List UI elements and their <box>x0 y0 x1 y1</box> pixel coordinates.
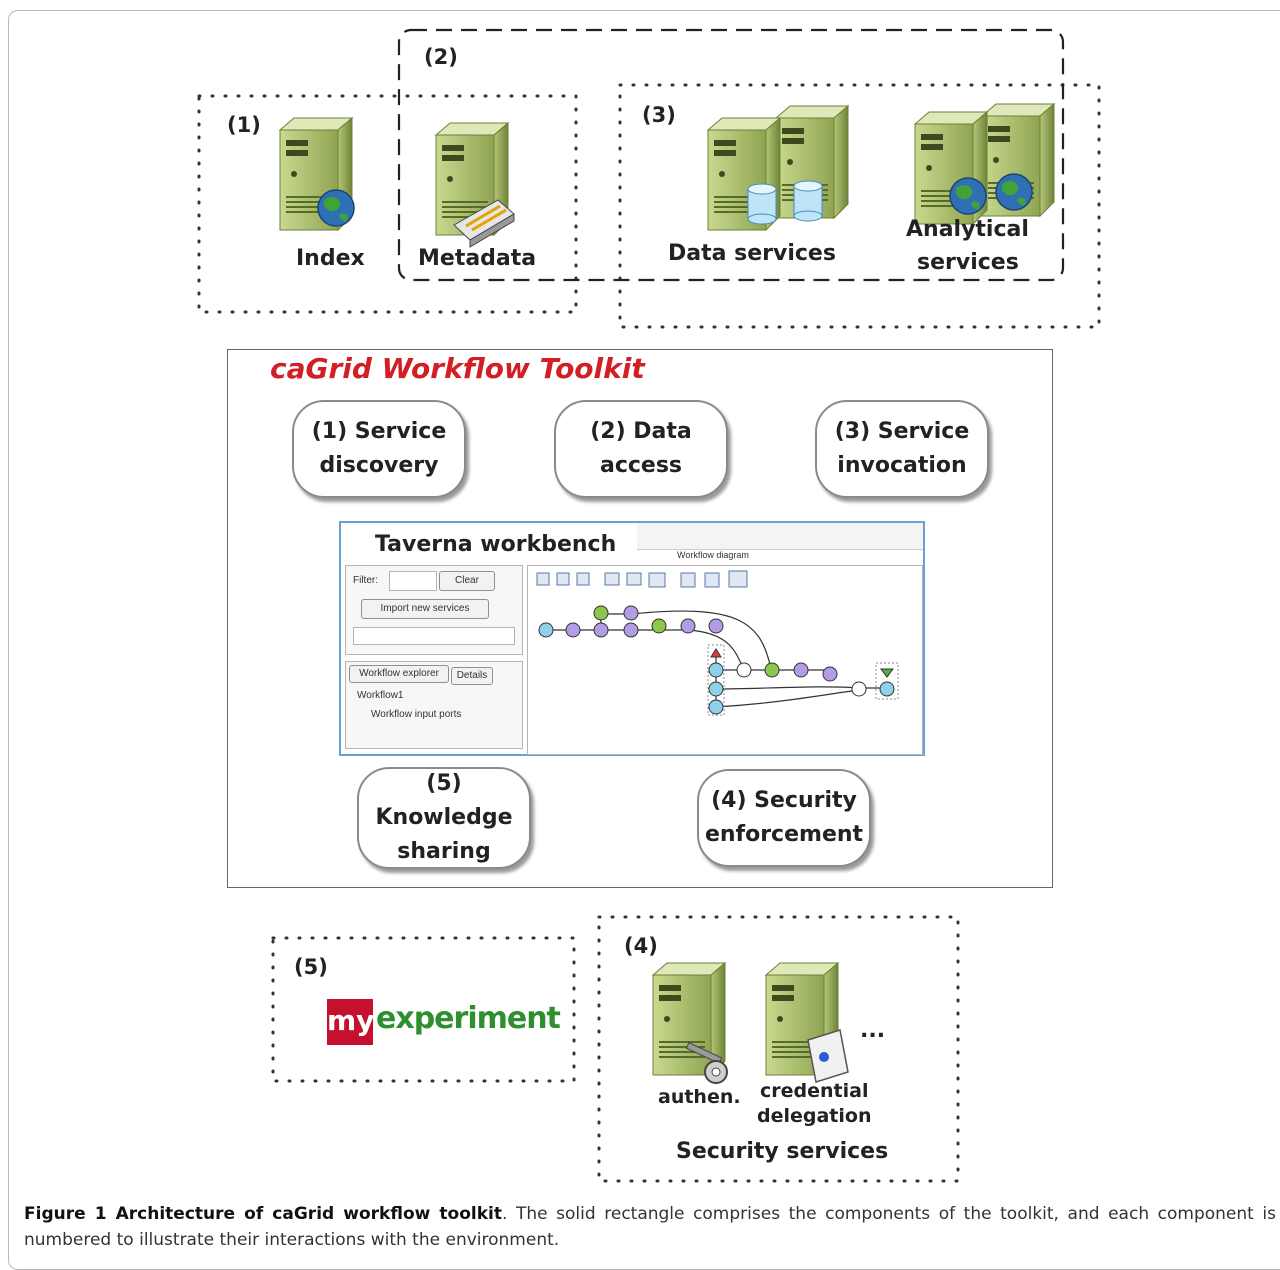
myexperiment-logo-experiment: experiment <box>376 1001 561 1036</box>
filter-label: Filter: <box>353 575 378 586</box>
filter-input[interactable] <box>389 571 437 591</box>
delegation-label: delegation <box>757 1105 872 1127</box>
analytical-label: Analytical <box>906 217 1029 242</box>
group3-number: (3) <box>642 103 676 127</box>
security-services-label: Security services <box>676 1139 889 1164</box>
data-services-label: Data services <box>668 241 836 266</box>
tab-details[interactable]: Details <box>451 667 493 685</box>
group1-border <box>197 94 578 314</box>
more-ellipsis: ... <box>860 1018 886 1043</box>
component-service-discovery: (1) Service discovery <box>292 400 466 498</box>
figure-caption: Figure 1 Architecture of caGrid workflow… <box>24 1201 1276 1253</box>
toolkit-box <box>227 349 1053 888</box>
workflow-diagram-panel <box>527 565 923 755</box>
database-icon <box>747 183 777 225</box>
analytical-services-label: services <box>917 250 1019 275</box>
import-services-button[interactable]: Import new services <box>361 599 489 619</box>
credential-label: credential <box>760 1080 869 1102</box>
myexperiment-logo-my: my <box>327 999 374 1045</box>
clear-button[interactable]: Clear <box>439 571 495 591</box>
group1-number: (1) <box>227 113 261 137</box>
globe-icon <box>995 173 1033 211</box>
taverna-title: Taverna workbench <box>341 523 637 563</box>
caption-text: . The solid rectangle comprises the comp… <box>24 1204 1276 1250</box>
tree-item-workflow1[interactable]: Workflow1 <box>357 690 404 701</box>
component-knowledge-sharing: (5) Knowledge sharing <box>357 767 531 869</box>
group4-number: (4) <box>624 934 658 958</box>
component-data-access: (2) Data access <box>554 400 728 498</box>
group2-number: (2) <box>424 45 458 69</box>
authen-label: authen. <box>658 1086 741 1108</box>
toolbar-icons <box>536 570 748 588</box>
group5-number: (5) <box>294 955 328 979</box>
workflow-diagram <box>536 570 899 716</box>
component-security-enforcement: (4) Security enforcement <box>697 769 871 867</box>
group3-border <box>618 83 1101 329</box>
caption-bold: Figure 1 Architecture of caGrid workflow… <box>24 1204 502 1224</box>
index-label: Index <box>296 246 365 271</box>
toolkit-title: caGrid Workflow Toolkit <box>270 352 645 385</box>
certificate-icon <box>807 1029 849 1083</box>
key-icon <box>685 1042 728 1084</box>
globe-icon <box>949 177 987 215</box>
database-icon <box>793 180 823 222</box>
tree-item-input-ports[interactable]: Workflow input ports <box>371 709 462 720</box>
taverna-workbench-window: Taverna workbench Workflow diagram Filte… <box>339 521 925 756</box>
workflow-nodes <box>538 605 895 715</box>
group2-border <box>397 28 1065 282</box>
globe-icon <box>317 189 355 227</box>
diagram-title: Workflow diagram <box>677 550 749 560</box>
component-service-invocation: (3) Service invocation <box>815 400 989 498</box>
metadata-device-icon <box>453 199 515 248</box>
tab-workflow-explorer[interactable]: Workflow explorer <box>349 665 449 683</box>
metadata-label: Metadata <box>418 246 537 271</box>
service-scrollbar[interactable] <box>353 627 515 645</box>
